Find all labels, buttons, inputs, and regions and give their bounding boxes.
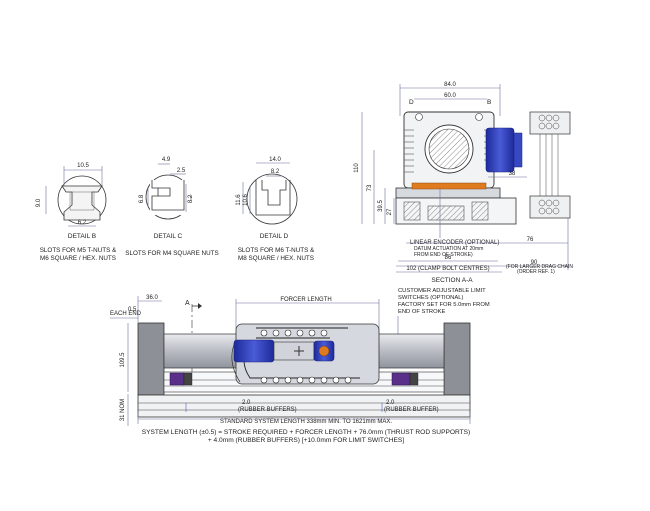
detail-c-dim-right: 8.2 (188, 194, 194, 203)
buffer-right-label: (RUBBER BUFFER) (384, 407, 439, 413)
detail-c-title: DETAIL C (154, 233, 183, 240)
detail-b: 10.5 9.0 6.2 DETAIL B SLOTS FOR M5 T-NUT… (36, 163, 117, 262)
section-dim-102: 102 (CLAMP BOLT CENTRES) (406, 266, 489, 272)
encoder-motor (485, 127, 523, 173)
detail-b-dim-height: 9.0 (36, 198, 42, 207)
section-view: 84.0 60.0 D B C B (354, 82, 573, 284)
section-dim-110: 110 (354, 163, 360, 173)
limit-switch-note-3: FACTORY SET FOR 5.0mm FROM (398, 302, 490, 308)
buffer-right-dim: 2.0 (386, 400, 395, 406)
section-dim-27: 27 (387, 208, 393, 215)
detail-b-profile (57, 175, 107, 225)
detail-d-dim-inner: 10.6 (243, 194, 249, 206)
detail-d-caption-2: M8 SQUARE / HEX. NUTS (238, 255, 314, 262)
section-mark-top: A (185, 300, 190, 307)
side-view: FORCER LENGTH CUSTOMER ADJUSTABLE LIMIT … (110, 288, 490, 444)
formula-line-1: SYSTEM LENGTH (±0.5) = STROKE REQUIRED +… (142, 429, 471, 436)
detail-b-caption-1: SLOTS FOR M5 T-NUTS & (40, 247, 117, 254)
buffer-left-dim: 2.0 (242, 400, 251, 406)
end-block-right (443, 322, 471, 396)
side-dim-36: 36.0 (146, 295, 158, 301)
drag-chain-links (260, 329, 352, 384)
detail-b-dim-slot: 6.2 (78, 220, 87, 226)
detail-b-title: DETAIL B (68, 233, 96, 240)
drag-chain-note-2: (ORDER REF. 1) (517, 269, 555, 275)
detail-c-profile (145, 174, 191, 220)
detail-d: 14.0 8.2 10.6 11.6 DETAIL D SLOTS FOR M6… (236, 157, 315, 262)
section-letter-d: D (409, 99, 414, 106)
section-dim-38: 38 (509, 171, 516, 177)
section-dim-60: 60.0 (444, 93, 456, 99)
forcer-motor (233, 339, 335, 363)
section-dim-39: 39.5 (378, 200, 384, 212)
detail-d-dim-slot: 8.2 (271, 169, 280, 175)
forcer-length-label: FORCER LENGTH (280, 297, 331, 303)
buffer-left-label: (RUBBER BUFFERS) (238, 407, 297, 413)
base-rail (395, 182, 517, 225)
side-dim-each-end: EACH END (110, 311, 142, 317)
drag-chain-note-1: (FOR LARGER DRAG CHAIN (506, 264, 573, 270)
detail-d-profile (246, 173, 298, 225)
section-dim-90: 90 (531, 260, 538, 266)
detail-b-dim-width: 10.5 (77, 163, 89, 169)
detail-b-caption-2: M6 SQUARE / HEX. NUTS (40, 255, 116, 262)
side-dim-height: 109.5 (120, 352, 126, 368)
end-block-left (137, 322, 165, 396)
encoder-note-3: FROM END OF STROKE) (414, 252, 473, 258)
limit-switch-note-2: SWITCHES (OPTIONAL) (398, 295, 463, 301)
formula-line-2: + 4.0mm (RUBBER BUFFERS) [+10.0mm FOR LI… (208, 437, 404, 444)
section-letter-b: B (487, 99, 491, 106)
detail-c-dim-offset: 2.5 (177, 168, 186, 174)
detail-c: 4.9 2.5 6.8 8.2 DETAIL C SLOTS FOR M4 SQ… (125, 157, 218, 257)
section-title: SECTION A-A (431, 277, 473, 284)
section-dim-84: 84.0 (444, 82, 456, 88)
detail-c-caption-1: SLOTS FOR M4 SQUARE NUTS (125, 250, 218, 257)
section-dim-86: 86 (445, 255, 452, 261)
detail-d-dim-width: 14.0 (269, 157, 281, 163)
detail-c-dim-left: 6.8 (139, 194, 145, 203)
detail-d-title: DETAIL D (260, 233, 289, 240)
section-dim-76: 76 (527, 237, 534, 243)
detail-d-dim-outer: 11.6 (236, 194, 242, 206)
limit-switch-note-1: CUSTOMER ADJUSTABLE LIMIT (398, 288, 486, 294)
drag-chain-section (529, 111, 571, 219)
section-dim-73: 73 (367, 184, 373, 191)
detail-d-caption-1: SLOTS FOR M6 T-NUTS & (238, 247, 315, 254)
limit-switch-note-4: END OF STROKE (398, 309, 445, 315)
standard-system-length: STANDARD SYSTEM LENGTH 338mm MIN. TO 162… (220, 419, 392, 425)
forcer-housing (403, 111, 495, 189)
detail-c-dim-top: 4.9 (162, 157, 171, 163)
side-dim-0.5: 0.5 (128, 307, 137, 313)
side-dim-nom: 31 NOM (120, 399, 126, 421)
encoder-note-2: DATUM ACTUATION AT 20mm (414, 246, 483, 252)
